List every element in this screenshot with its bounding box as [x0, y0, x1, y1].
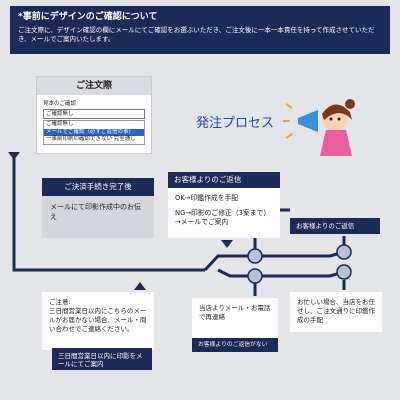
mascot-hair [322, 104, 352, 120]
reply-ng-text: NG→印影のご修正（3案まで）→メールでご案内 [175, 209, 271, 226]
node-circle [336, 264, 352, 280]
mascot-eye [337, 117, 341, 121]
no-reply-label: お客様よりのご返信がない [192, 338, 278, 352]
header-notice: *事前にデザインのご確認について ご注文際に、デザイン確認の欄にメールにてご確認… [10, 6, 390, 54]
proof-options-list: ご確認無し メールでご確認（必ずご返信の事） 一事前印刷の確認できない 完全通し [43, 120, 145, 145]
sound-lines-icon [283, 103, 293, 139]
header-body: ご注文際に、デザイン確認の欄にメールにてご確認をお選ぶいただき、ご注文後に一本一… [18, 26, 375, 43]
order-form-panel: ご注文際 見本のご確認 ご確認無し ご確認無し メールでご確認（必ずご返信の事）… [36, 76, 152, 154]
caution-body: 三日間営業日以内にこちらのメールがお届かない場合、メール・問い合わせでご連絡くだ… [49, 307, 147, 333]
node-circle [247, 268, 263, 284]
reply-options-box: OK→印鑑作成を手配 NG→印影のご修正（3案まで）→メールでご案内 [168, 188, 280, 238]
down-arrow-order [8, 152, 20, 160]
proof-option[interactable]: 一事前印刷の確認できない 完全通し [44, 136, 144, 144]
busy-case-box: お忙しい場合、当店をお任せし、ご注文通りに印鑑作成の手配 [290, 292, 382, 332]
node-circle [247, 248, 263, 264]
caution-title: ご注意: [49, 298, 71, 306]
mascot-body [320, 130, 352, 156]
proof-select-value: ご確認無し [46, 111, 74, 117]
reply-from-customer-label: お客様よりのご返信 [290, 218, 380, 234]
customer-reply-label: お客様よりのご返信 [168, 172, 280, 188]
node-circle [336, 244, 352, 260]
down-arrow-customer [221, 240, 233, 248]
mascot-hair-bun [345, 99, 355, 109]
proof-option[interactable]: ご確認無し [44, 121, 144, 129]
up-arrow-note [134, 282, 146, 290]
three-day-notice: 三日間営業日以内に印影をメールにてご案内 [52, 348, 152, 370]
process-title: 発注プロセス [196, 116, 275, 131]
megaphone-icon [298, 110, 318, 132]
order-panel-title: ご注文際 [37, 77, 151, 95]
branch-left-lower [217, 268, 290, 278]
proof-option-selected[interactable]: メールでご確認（必ずご返信の事） [44, 128, 144, 136]
shop-contact-box: 当店よりメール・お電話で再連絡 [192, 298, 278, 338]
caution-box: ご注意: 三日間営業日以内にこちらのメールがお届かない場合、メール・問い合わせで… [42, 292, 154, 350]
email-proof-box: メールにて印影作成中のお伝え [42, 196, 154, 238]
proof-select[interactable]: ご確認無し [43, 109, 145, 119]
payment-done-label: ご決済手続き完了後 [42, 178, 154, 196]
branch-left [203, 254, 290, 272]
reply-ok-text: OK→印鑑作成を手配 [175, 194, 239, 202]
proof-field-label: 見本のご確認 [43, 101, 77, 107]
mascot-eye [329, 117, 333, 121]
header-title: *事前にデザインのご確認について [18, 12, 158, 22]
main-connector [12, 158, 205, 272]
